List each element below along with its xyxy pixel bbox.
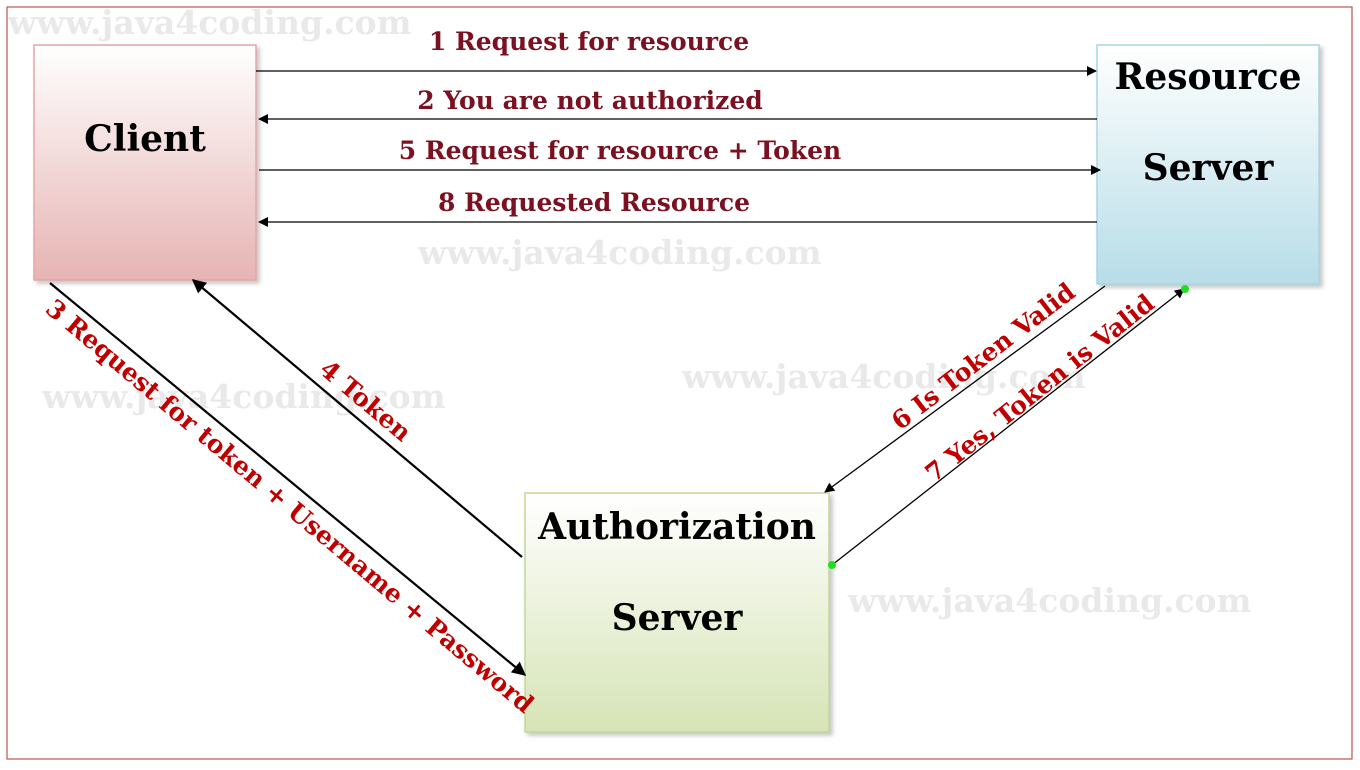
label-3-request-token: 3 Request for token + Username + Passwor… xyxy=(40,293,539,718)
watermark: www.java4coding.com xyxy=(417,233,822,272)
watermark: www.java4coding.com xyxy=(847,581,1252,620)
authorization-server-box xyxy=(524,492,830,733)
authorization-server-label-line2: Server xyxy=(612,597,744,639)
watermark: www.java4coding.com xyxy=(681,357,1086,396)
client-box xyxy=(33,44,257,281)
label-2-not-authorized: 2 You are not authorized xyxy=(417,86,762,115)
resource-server-box xyxy=(1096,44,1320,285)
authorization-server-label-line1: Authorization xyxy=(537,506,816,548)
arrow-6-is-token-valid xyxy=(824,285,1106,493)
arrow-3-request-token xyxy=(49,282,527,676)
arrow-7-token-valid xyxy=(831,288,1185,566)
resource-server-label-line2: Server xyxy=(1143,147,1275,189)
watermark: www.java4coding.com xyxy=(41,377,446,416)
watermark: www.java4coding.com xyxy=(7,3,412,42)
label-5-request-resource-token: 5 Request for resource + Token xyxy=(399,136,841,165)
resource-server-label-line1: Resource xyxy=(1114,56,1301,98)
label-1-request-resource: 1 Request for resource xyxy=(429,27,749,56)
arrow-4-token xyxy=(191,279,523,558)
connector-dot xyxy=(1181,285,1189,293)
label-8-requested-resource: 8 Requested Resource xyxy=(438,188,750,217)
outer-frame xyxy=(6,6,1353,760)
connector-dot xyxy=(828,561,836,569)
client-label: Client xyxy=(84,118,206,160)
